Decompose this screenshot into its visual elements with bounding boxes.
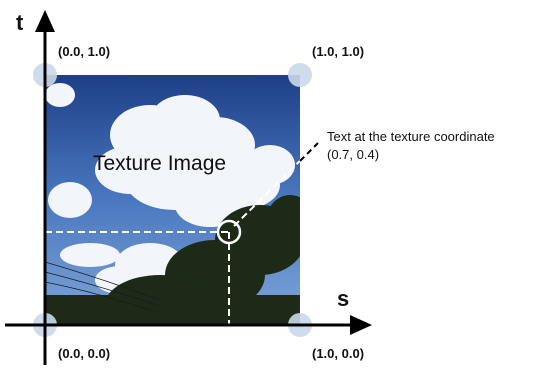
- callout-text-line2: (0.7, 0.4): [327, 147, 379, 162]
- callout-text-line1: Text at the texture coordinate: [327, 129, 495, 144]
- corner-marker-top-right: [288, 63, 312, 87]
- callout-leader-outside: [299, 142, 319, 162]
- corner-label-bottom-left: (0.0, 0.0): [58, 346, 110, 361]
- corner-label-top-left: (0.0, 1.0): [58, 44, 110, 59]
- s-axis-label: s: [337, 286, 349, 311]
- s-axis-arrowhead: [350, 315, 372, 335]
- t-axis-arrowhead: [35, 10, 55, 32]
- trees: [45, 195, 300, 325]
- t-axis-label: t: [16, 10, 24, 35]
- sample-point-marker: [216, 219, 242, 245]
- image-title: Texture Image: [93, 152, 226, 175]
- callout-leader: [233, 142, 319, 227]
- power-lines: [45, 261, 161, 311]
- corner-label-top-right: (1.0, 1.0): [312, 44, 364, 59]
- corner-label-bottom-right: (1.0, 0.0): [312, 346, 364, 361]
- texture-image: [45, 75, 300, 325]
